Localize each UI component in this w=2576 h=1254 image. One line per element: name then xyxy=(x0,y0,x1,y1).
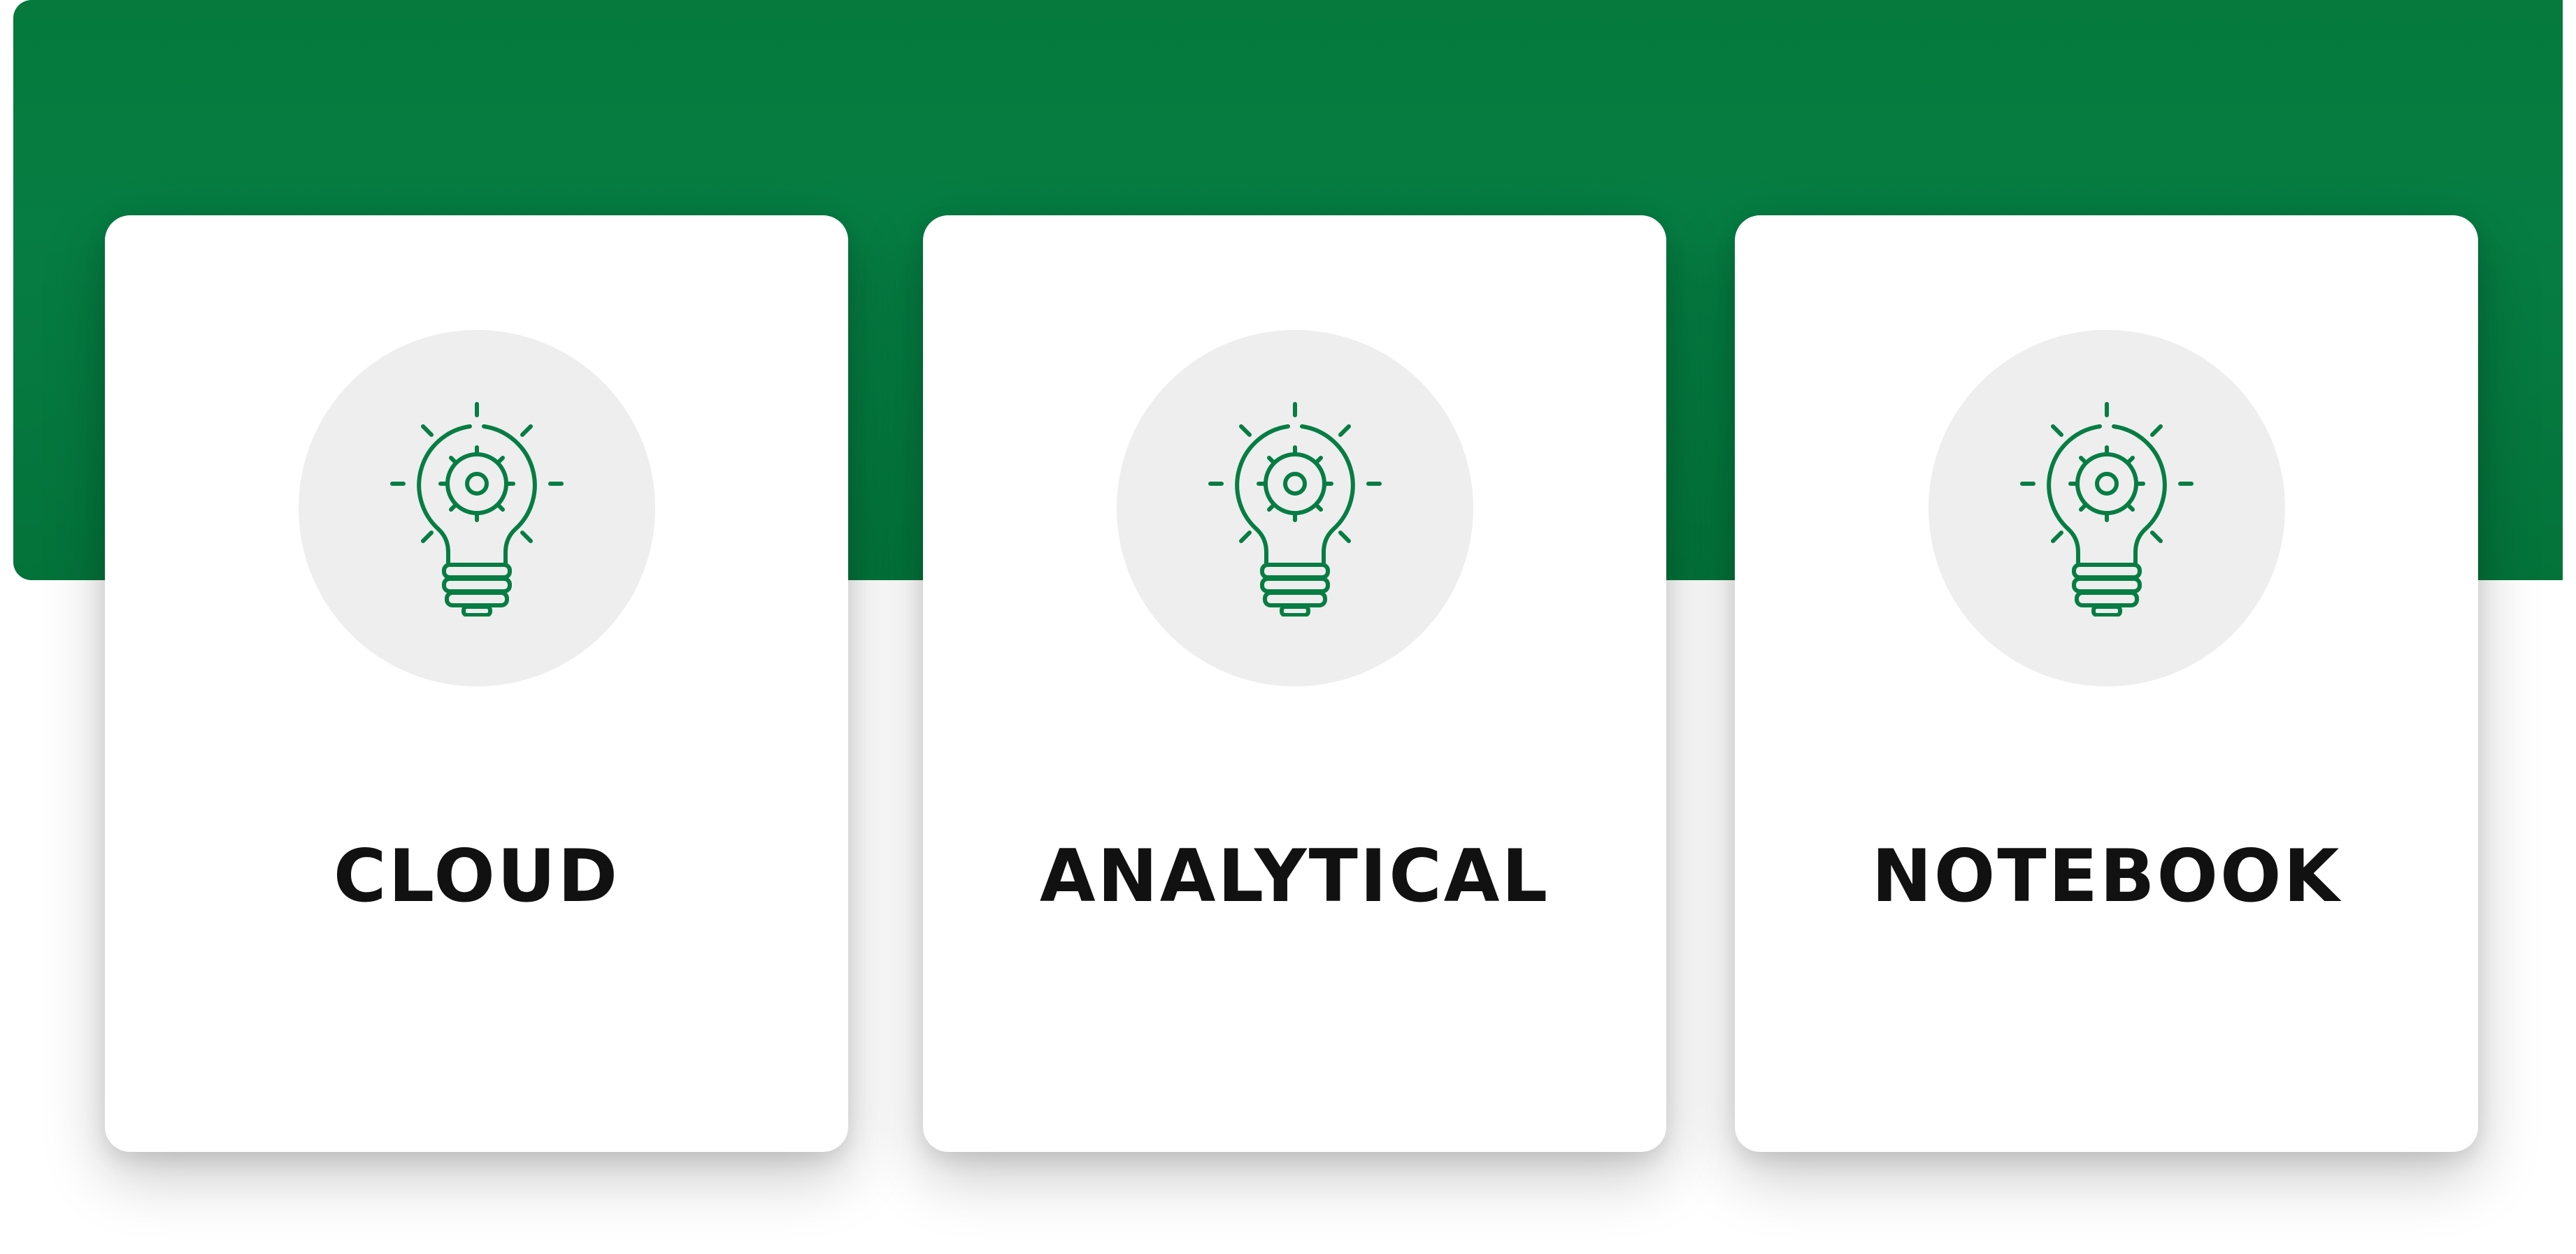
card-label: CLOUD xyxy=(333,835,620,918)
icon-circle xyxy=(1929,330,2285,686)
lightbulb-gear-icon xyxy=(1208,400,1382,617)
card-analytical[interactable]: ANALYTICAL xyxy=(923,215,1666,1152)
card-notebook[interactable]: NOTEBOOK xyxy=(1735,215,2478,1152)
lightbulb-gear-icon xyxy=(2019,400,2194,617)
card-cloud[interactable]: CLOUD xyxy=(105,215,848,1152)
icon-circle xyxy=(299,330,655,686)
lightbulb-gear-icon xyxy=(389,400,564,617)
card-label: ANALYTICAL xyxy=(1039,835,1550,918)
icon-circle xyxy=(1117,330,1473,686)
card-label: NOTEBOOK xyxy=(1871,835,2342,918)
